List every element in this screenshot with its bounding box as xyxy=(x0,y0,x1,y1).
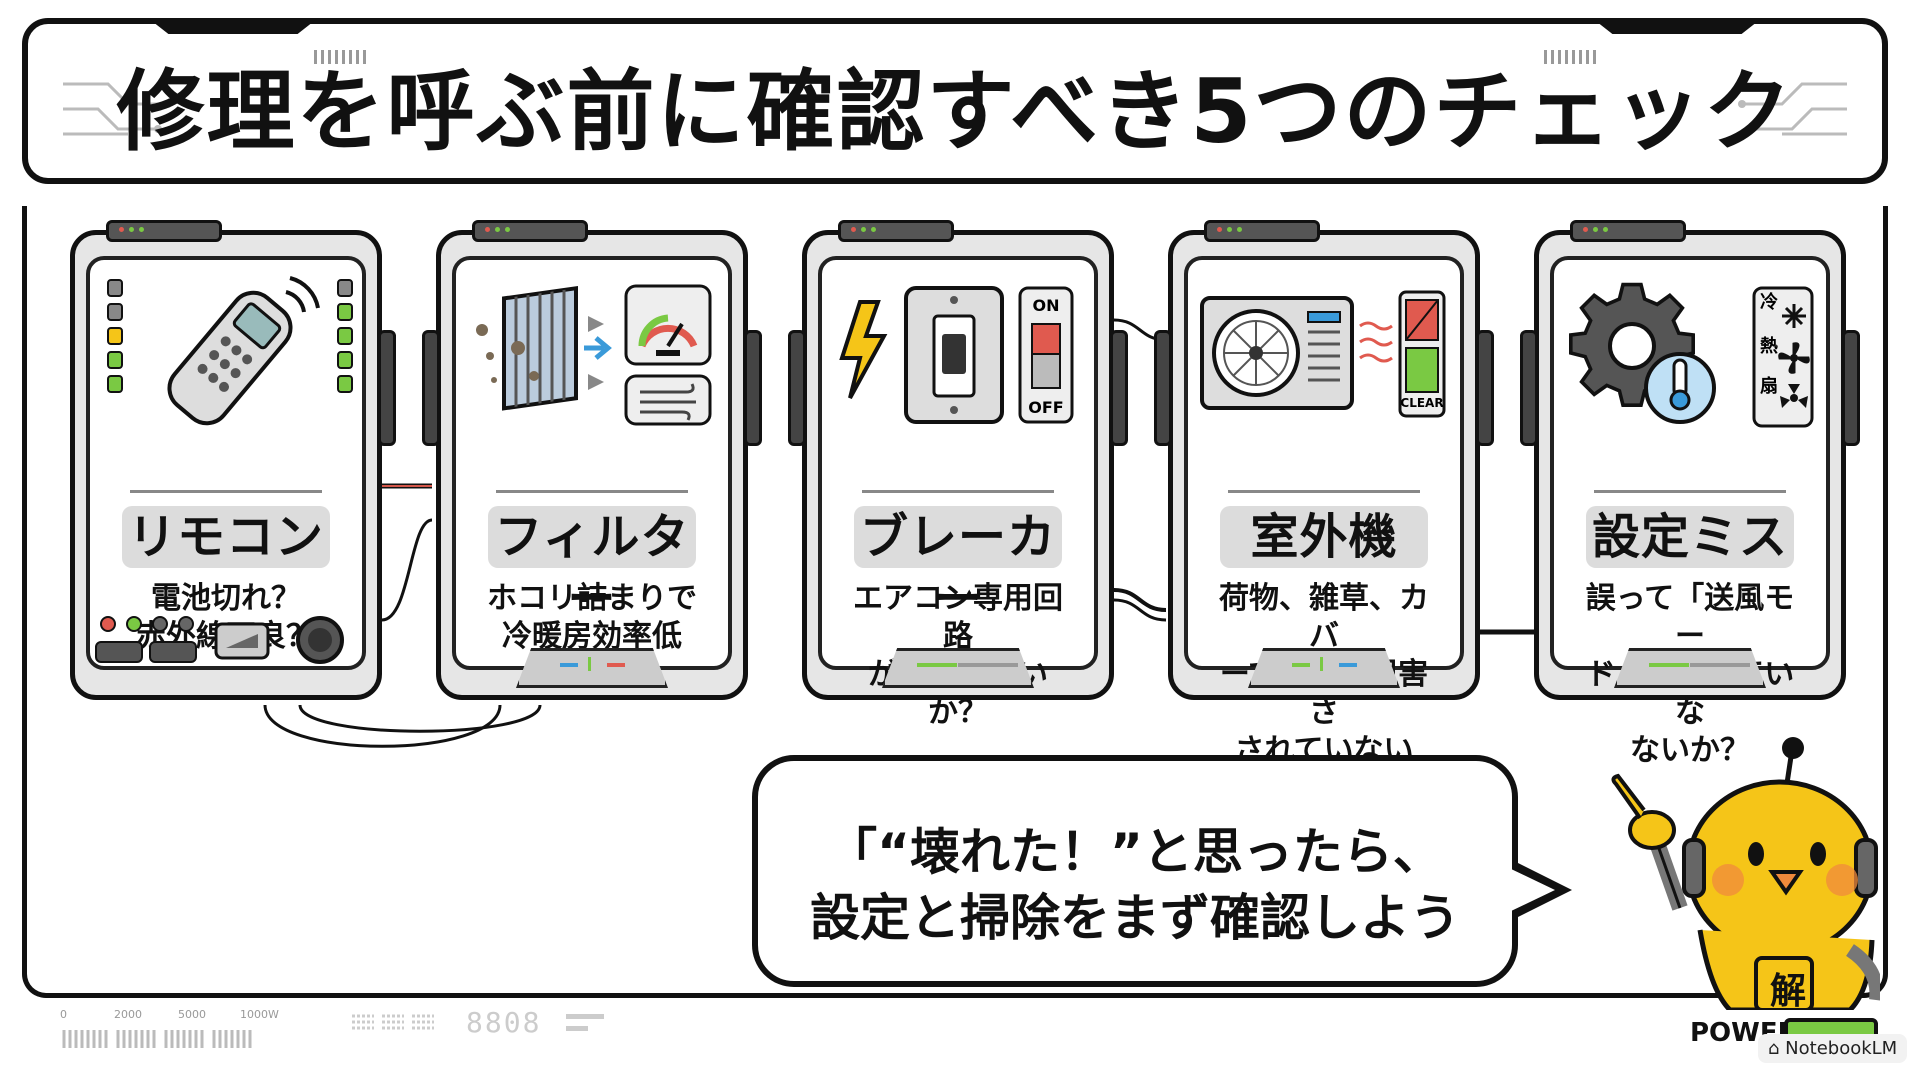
page-title: 修理を呼ぶ前に確認すべき5つのチェック xyxy=(116,60,1794,163)
readout-bars xyxy=(566,1014,604,1031)
card-topbar xyxy=(106,220,222,242)
remote-control-icon xyxy=(107,276,353,426)
title-frame-tab-left xyxy=(148,18,318,34)
main-panel-frame xyxy=(22,206,1888,998)
mode-label-fan: 扇 xyxy=(1760,376,1778,397)
card-topbar xyxy=(838,220,954,242)
check-card-remote: リモコン 電池切れ？ 赤外線不良？ xyxy=(70,220,396,700)
card-side-connector xyxy=(1842,330,1860,446)
card-title: 設定ミス xyxy=(1586,506,1794,568)
card-screen: リモコン 電池切れ？ 赤外線不良？ xyxy=(86,256,366,670)
card-title: フィルター xyxy=(488,506,696,627)
card-topbar xyxy=(1570,220,1686,242)
card-title: 室外機 xyxy=(1220,506,1428,568)
title-frame: 修理を呼ぶ前に確認すべき5つのチェック xyxy=(22,18,1888,184)
mascot-badge: 解 xyxy=(1769,971,1806,1012)
card-screen: フィルター ホコリ詰まりで 冷暖房効率低下？ xyxy=(452,256,732,692)
card-status-base xyxy=(516,648,668,688)
clear-status-label: CLEAR xyxy=(1400,396,1444,410)
card-side-connector xyxy=(422,330,440,446)
card-divider xyxy=(1594,490,1786,493)
card-screen: 冷 熱 扇 設定ミス 誤って「送風モー ド」になっていな ないか？ xyxy=(1550,256,1830,768)
card-side-connector xyxy=(378,330,396,446)
card-screen: ON OFF ブレーカー エアコン専用回路 が落ちてないか？ xyxy=(818,256,1098,730)
card-title: リモコン xyxy=(122,506,330,568)
digital-readout: 8808 xyxy=(466,1006,542,1039)
control-panel-buttons xyxy=(95,616,344,664)
circuit-decoration-right xyxy=(1738,82,1847,136)
card-side-connector xyxy=(788,330,806,446)
vent-grille-right xyxy=(1544,50,1596,64)
speech-bubble: 「“壊れた！”と思ったら、 設定と掃除をまず確認しよう xyxy=(752,755,1518,987)
switch-on-label: ON xyxy=(1032,296,1060,315)
outdoor-unit-icon xyxy=(1200,290,1446,418)
status-grille xyxy=(352,1014,434,1030)
robot-mascot xyxy=(1611,737,1880,1010)
vent-grille-left xyxy=(314,50,366,64)
gear-thermometer-icon xyxy=(1568,282,1814,428)
card-divider xyxy=(862,490,1054,493)
notebooklm-logo-icon: ⌂ xyxy=(1768,1038,1780,1059)
card-side-connector xyxy=(1110,330,1128,446)
card-side-connector xyxy=(1520,330,1538,446)
speech-bubble-tail-fill xyxy=(1509,868,1555,912)
breaker-switch-icon xyxy=(839,286,1074,424)
mode-label-heat: 熱 xyxy=(1760,336,1778,357)
card-status-base xyxy=(1248,648,1400,688)
card-topbar xyxy=(472,220,588,242)
switch-off-label: OFF xyxy=(1028,398,1064,417)
card-screen: CLEAR 室外機 荷物、雑草、カバ ーで排熱が阻害さ されていないか？ xyxy=(1184,256,1464,806)
card-status-base xyxy=(882,648,1034,688)
check-card-filter: フィルター ホコリ詰まりで 冷暖房効率低下？ xyxy=(422,220,762,700)
card-divider xyxy=(1228,490,1420,493)
check-card-outdoor-unit: CLEAR 室外機 荷物、雑草、カバ ーで排熱が阻害さ されていないか？ xyxy=(1154,220,1494,806)
power-meter-bars xyxy=(62,1030,252,1048)
check-card-breaker: ON OFF ブレーカー エアコン専用回路 が落ちてないか？ xyxy=(788,220,1128,730)
card-title: ブレーカー xyxy=(854,506,1062,627)
title-frame-tab-right xyxy=(1592,18,1762,34)
mode-label-cool: 冷 xyxy=(1760,292,1778,313)
filter-icon xyxy=(476,284,712,426)
card-status-base xyxy=(1614,648,1766,688)
card-side-connector xyxy=(1154,330,1172,446)
check-card-settings: 冷 熱 扇 設定ミス 誤って「送風モー ド」になっていな ないか？ xyxy=(1520,220,1860,768)
card-divider xyxy=(496,490,688,493)
card-side-connector xyxy=(1476,330,1494,446)
card-topbar xyxy=(1204,220,1320,242)
speech-bubble-text: 「“壊れた！”と思ったら、 設定と掃除をまず確認しよう xyxy=(810,823,1460,947)
card-divider xyxy=(130,490,322,493)
circuit-decoration-left xyxy=(63,82,172,136)
notebooklm-watermark: ⌂ NotebookLM xyxy=(1758,1034,1908,1063)
card-side-connector xyxy=(744,330,762,446)
